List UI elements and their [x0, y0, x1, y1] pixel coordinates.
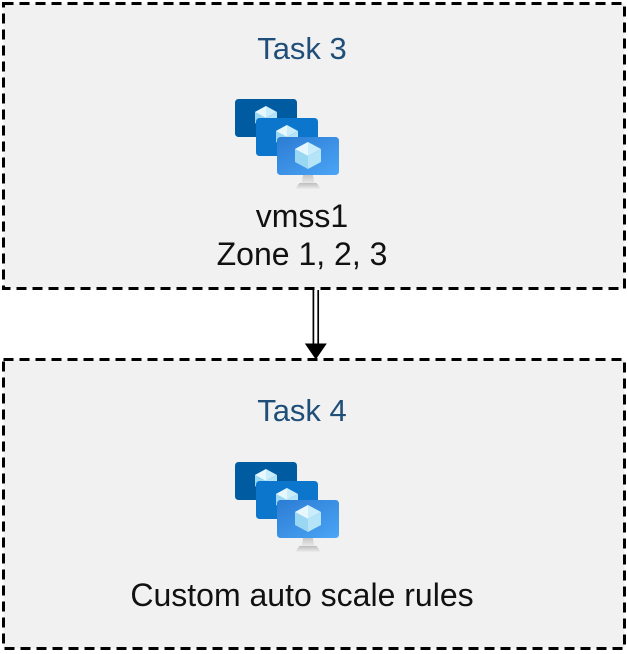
autoscale-rules-label: Custom auto scale rules: [130, 577, 474, 613]
task3-caption: vmss1 Zone 1, 2, 3: [0, 197, 612, 273]
vm-name-label: vmss1: [255, 198, 349, 234]
task3-title: Task 3: [257, 31, 347, 66]
vm-scale-set-icon: [235, 99, 339, 191]
task4-caption: Custom auto scale rules: [0, 576, 612, 614]
flow-arrow-down: [304, 290, 327, 360]
vm-scale-set-icon: [235, 462, 339, 554]
zone-label: Zone 1, 2, 3: [216, 236, 388, 272]
task4-title: Task 4: [257, 393, 347, 428]
